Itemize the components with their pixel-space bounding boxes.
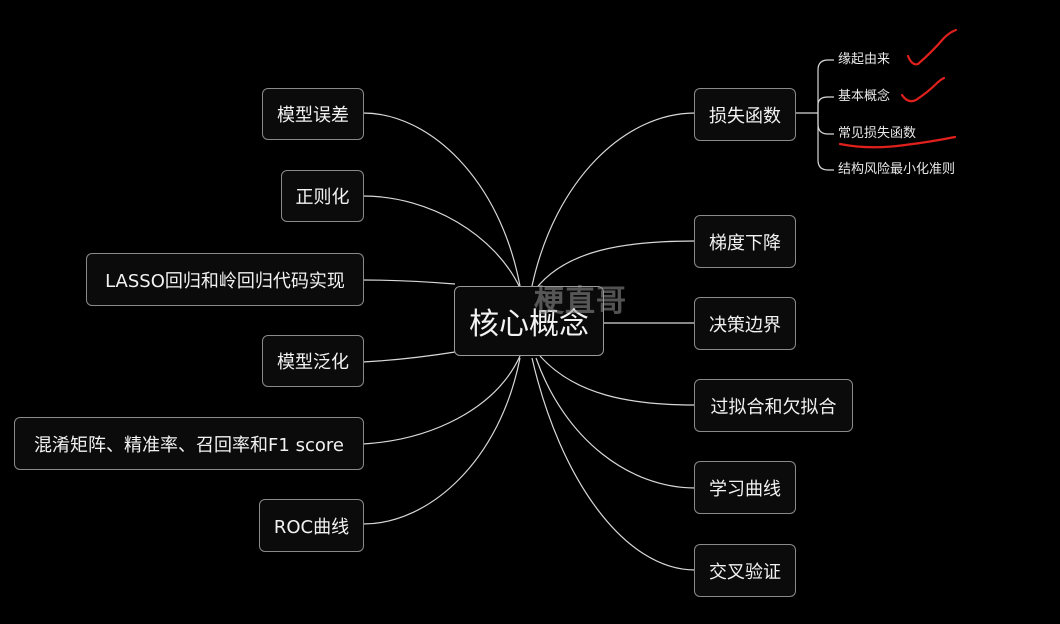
node-roc-curve[interactable]: ROC曲线 [259,499,364,552]
check-mark-annotation [906,28,958,66]
node-regularization[interactable]: 正则化 [281,170,364,222]
connector-left-2 [362,279,456,285]
node-loss-function[interactable]: 损失函数 [694,88,796,141]
node-confusion-matrix[interactable]: 混淆矩阵、精准率、召回率和F1 score [14,417,364,470]
subtopic-basic-concept[interactable]: 基本概念 [838,89,891,104]
connector-right-3 [539,355,696,406]
node-overfitting-underfitting[interactable]: 过拟合和欠拟合 [694,379,853,432]
check-mark-annotation [900,76,946,103]
node-model-generalization[interactable]: 模型泛化 [262,335,364,387]
subtopic-structural-risk-minimization[interactable]: 结构风险最小化准则 [838,162,956,177]
node-core-concepts[interactable]: 核心概念 [454,286,604,356]
connector-right-5 [531,357,696,571]
connector-left-3 [362,351,456,363]
node-gradient-descent[interactable]: 梯度下降 [694,215,796,268]
connector-loss-3 [817,113,834,171]
connector-loss-1 [817,96,834,113]
node-learning-curve[interactable]: 学习曲线 [694,461,796,514]
connector-left-1 [362,195,521,289]
connector-right-1 [534,240,696,291]
node-cross-validation[interactable]: 交叉验证 [694,544,796,597]
connector-left-4 [362,355,521,445]
connector-right-4 [535,357,696,489]
watermark-text: 梗直哥 [534,284,627,319]
connector-left-0 [362,112,521,287]
node-model-error[interactable]: 模型误差 [262,88,364,140]
connector-left-5 [362,357,521,525]
node-lasso-ridge-code[interactable]: LASSO回归和岭回归代码实现 [86,253,364,306]
node-decision-boundary[interactable]: 决策边界 [694,297,796,350]
connector-loss-2 [817,113,834,135]
subtopic-common-loss-functions[interactable]: 常见损失函数 [838,126,917,141]
underline-annotation [838,135,957,149]
connector-right-0 [531,112,696,287]
connector-loss-0 [817,59,834,113]
subtopic-origin[interactable]: 缘起由来 [838,52,891,67]
